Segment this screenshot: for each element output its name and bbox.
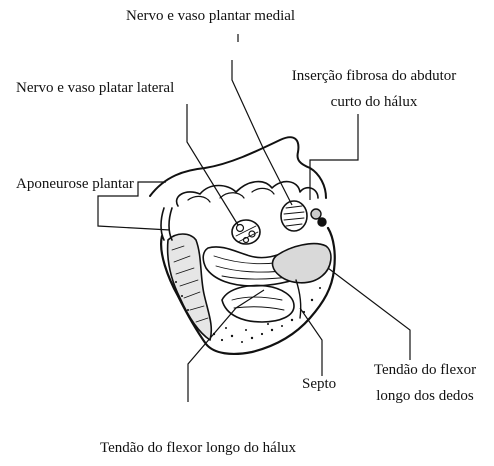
label-medial-nerve-vessel: Nervo e vaso plantar medial <box>126 6 295 26</box>
label-fibrous-insertion-line1: Inserção fibrosa do abdutor <box>264 66 484 86</box>
label-plantar-aponeurosis: Aponeurose plantar <box>16 174 134 194</box>
flexor-hallucis-tendon <box>222 286 294 322</box>
label-lateral-nerve-vessel: Nervo e vaso platar lateral <box>16 78 174 98</box>
leader-medial-nerve <box>232 34 292 205</box>
lateral-nerve-bundle <box>232 220 260 244</box>
label-flexor-hallucis: Tendão do flexor longo do hálux <box>100 438 296 458</box>
label-flexor-digitorum-line1: Tendão do flexor <box>360 360 490 380</box>
leader-fibrous-insertion <box>310 114 358 200</box>
medial-nerve-bundle <box>281 201 326 231</box>
upper-bones <box>177 182 318 206</box>
label-fibrous-insertion-line2: curto do hálux <box>264 92 484 112</box>
label-flexor-digitorum-line2: longo dos dedos <box>360 386 490 406</box>
foot-section <box>150 137 335 354</box>
flexor-digitorum-tendon <box>273 244 331 283</box>
aponeurosis-band <box>161 208 172 240</box>
septum <box>296 280 301 318</box>
leader-lateral-nerve <box>187 104 238 225</box>
label-septum: Septo <box>302 374 336 394</box>
